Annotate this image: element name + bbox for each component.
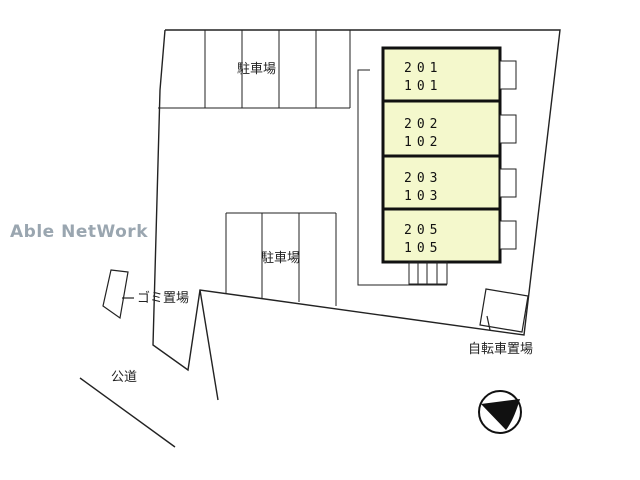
bicycle-area — [479, 288, 529, 333]
unit-block-4 — [381, 207, 502, 264]
label-garbage: ゴミ置場 — [137, 291, 190, 306]
walkway — [357, 69, 447, 286]
unit-block-3 — [381, 154, 502, 211]
label-parking-top: 駐車場 — [237, 62, 277, 77]
label-bicycle: 自転車置場 — [468, 342, 534, 357]
unit-number-upper: 203 — [404, 171, 443, 186]
parking-area-middle — [225, 212, 337, 306]
label-parking-middle: 駐車場 — [261, 251, 301, 266]
unit-number-lower: 102 — [404, 135, 443, 150]
unit-number-lower: 103 — [404, 189, 443, 204]
site-boundary — [152, 29, 561, 372]
site-boundary-wall — [199, 289, 219, 401]
unit-block-1 — [381, 46, 502, 103]
parking-area-top — [158, 29, 351, 109]
stairs — [408, 261, 448, 285]
unit-number-upper: 201 — [404, 61, 443, 76]
compass-icon — [478, 390, 522, 434]
watermark-logo: Able NetWork — [10, 222, 148, 242]
unit-number-lower: 105 — [404, 241, 443, 256]
label-public-road: 公道 — [111, 370, 138, 385]
unit-number-lower: 101 — [404, 79, 443, 94]
balconies — [499, 60, 517, 250]
garbage-area — [102, 269, 134, 320]
unit-number-upper: 202 — [404, 117, 443, 132]
unit-number-upper: 205 — [404, 223, 443, 238]
public-road — [79, 377, 176, 448]
